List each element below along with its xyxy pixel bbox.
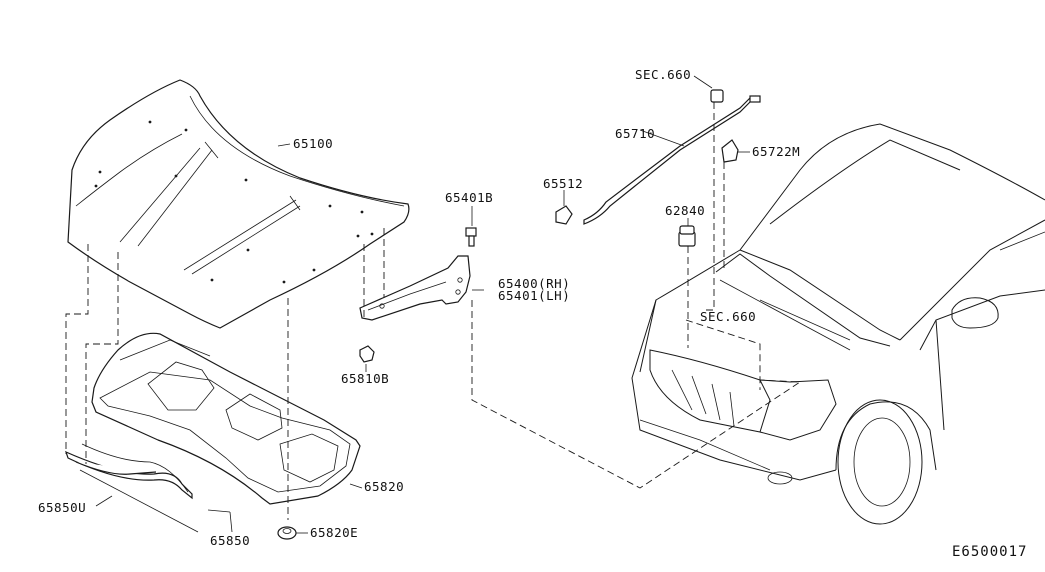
bolt-65401b [465,227,477,247]
label-65401-lh: 65401(LH) [498,288,571,303]
assembly-leaders [65,102,802,520]
label-65810b: 65810B [341,371,390,386]
clip-65512 [555,205,573,225]
label-65850: 65850 [210,533,251,548]
hood-panel [67,79,410,329]
label-sec660-mid: SEC.660 [700,309,757,324]
label-65710: 65710 [615,126,656,141]
release-cable [583,95,761,225]
label-65100: 65100 [293,136,334,151]
label-65850u: 65850U [38,500,87,515]
label-65512: 65512 [543,176,584,191]
nut-65810b [359,345,375,363]
label-65820e: 65820E [310,525,359,540]
label-sec660-top: SEC.660 [635,67,692,82]
label-65400-rh: 65400(RH) [498,276,571,291]
grommet-65820e [277,526,297,540]
hood-lock-65722m [721,139,739,163]
label-65401b: 65401B [445,190,494,205]
connector-sec660-top [710,89,724,103]
hood-hinge [359,255,471,321]
label-65722m: 65722M [752,144,801,159]
label-62840: 62840 [665,203,706,218]
hood-insulator [91,332,361,505]
reference-code: E6500017 [952,544,1028,560]
vehicle-outline [631,123,1045,525]
hood-seal [65,443,199,533]
bumper-62840 [678,225,696,247]
label-65820: 65820 [364,479,405,494]
